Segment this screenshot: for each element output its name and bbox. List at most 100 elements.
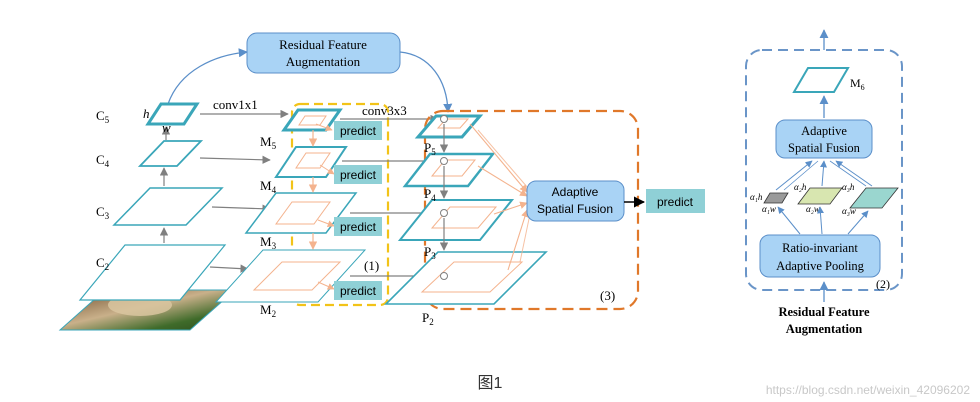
p5-inner [436, 118, 470, 129]
label-p4: P4 [424, 186, 436, 203]
p3-inner [430, 206, 498, 229]
p5-asf-line [469, 123, 528, 193]
asf-line2: Spatial Fusion [537, 202, 613, 216]
predict-box-final [646, 189, 705, 213]
panel-caption-line1: Residual Feature [778, 305, 870, 319]
label-c5: C5 [96, 108, 110, 125]
label-c4: C4 [96, 152, 110, 169]
predict-box-m2 [334, 281, 382, 300]
label-a2h: α₂h [794, 182, 807, 192]
mark-1: (1) [364, 258, 379, 273]
rfa-curve-left [167, 48, 248, 105]
rap-box [759, 234, 881, 278]
pool1-asf-arrow [775, 160, 813, 191]
asf-line1: Adaptive [552, 185, 599, 199]
label-p2: P2 [422, 310, 434, 327]
asf2-line2: Spatial Fusion [788, 141, 861, 155]
rfa-box-line1: Residual Feature [279, 37, 367, 52]
label-a1h: α₁h [750, 192, 763, 202]
p4-plane [402, 152, 496, 188]
label-conv3x3: conv3x3 [362, 103, 407, 118]
label-a2w: α₂w [806, 204, 820, 214]
p2-asf-line [507, 209, 529, 271]
m2-predict-arrow [317, 281, 335, 290]
predict-box-m3 [334, 217, 382, 236]
sum-node-p5 [440, 115, 448, 123]
region-1-dashed [290, 102, 390, 307]
mark-3: (3) [600, 288, 615, 303]
p2-inner [420, 261, 524, 293]
pool1-asf-arrow-b [783, 160, 819, 191]
p4-asf-line [477, 165, 528, 197]
m6-plane [792, 67, 850, 93]
p5-plane [414, 114, 484, 139]
m5-predict-arrow [315, 123, 333, 132]
label-c3: C3 [96, 204, 110, 221]
label-h: h [143, 106, 150, 121]
predict-box-m5 [334, 121, 382, 140]
rfa-box [246, 32, 401, 74]
asf2-line1: Adaptive [801, 124, 847, 138]
predict-label-m5: predict [340, 124, 377, 138]
predict-box-m4 [334, 165, 382, 184]
label-w: w [162, 120, 171, 135]
label-a3h: α₃h [842, 182, 855, 192]
p2-asf-line-b [519, 213, 531, 263]
c4-m4-arrow [199, 155, 271, 164]
label-conv1x1: conv1x1 [213, 97, 258, 112]
c3-m3-arrow [211, 204, 271, 213]
m3-predict-arrow [317, 219, 335, 228]
pool2-asf-arrow [820, 160, 827, 187]
figure-caption: 图1 [478, 375, 503, 392]
rap-line1: Ratio-invariant [782, 241, 858, 255]
pool3-asf-arrow [835, 160, 873, 187]
p4-inner [430, 159, 477, 177]
predict-label-final: predict [657, 195, 694, 209]
label-a3w: α₃w [842, 206, 856, 216]
predict-label-m3: predict [340, 220, 377, 234]
label-a1w: α₁w [762, 204, 776, 214]
m2-inner [252, 261, 342, 291]
predict-label-m2: predict [340, 284, 377, 298]
rfa-box-line2: Augmentation [286, 54, 361, 69]
sum-node-p4 [440, 157, 448, 165]
p3-asf-line [493, 201, 528, 215]
p3-plane [397, 199, 515, 241]
sum-node-p2 [440, 272, 448, 280]
pool-map-3 [849, 187, 899, 209]
rap-pool3-arrow [847, 210, 869, 235]
label-c2: C2 [96, 255, 109, 272]
pool3-asf-arrow-b [829, 160, 867, 187]
c2-plane [78, 244, 227, 301]
label-p3: P3 [424, 244, 436, 261]
label-m6: M6 [850, 76, 865, 92]
c5-plane [145, 102, 200, 126]
predict-label-m4: predict [340, 168, 377, 182]
label-p5: P5 [424, 140, 436, 157]
label-m2: M2 [260, 302, 276, 319]
watermark: https://blog.csdn.net/weixin_42096202 [766, 383, 970, 397]
asf-box [526, 180, 625, 222]
pool-map-1 [763, 192, 789, 204]
c4-plane [137, 140, 204, 167]
m4-inner [295, 152, 331, 169]
panel-caption-line2: Augmentation [786, 322, 862, 336]
label-m4: M4 [260, 178, 277, 195]
m3-inner [275, 201, 331, 225]
rap-pool1-arrow [777, 206, 801, 235]
label-m3: M3 [260, 234, 277, 251]
rap-pool2-arrow [816, 206, 824, 235]
pool-map-2 [797, 187, 843, 205]
sum-node-p3 [440, 209, 448, 217]
c3-plane [112, 187, 224, 226]
asf2-box [775, 119, 873, 159]
p2-plane [384, 251, 548, 305]
mark-2: (2) [876, 277, 890, 291]
label-m5: M5 [260, 134, 277, 151]
rfa-curve-right [399, 51, 453, 113]
c2-m2-arrow [209, 264, 249, 273]
rap-line2: Adaptive Pooling [776, 259, 865, 273]
p5-asf-line-b [477, 129, 529, 189]
m4-predict-arrow [319, 164, 335, 175]
